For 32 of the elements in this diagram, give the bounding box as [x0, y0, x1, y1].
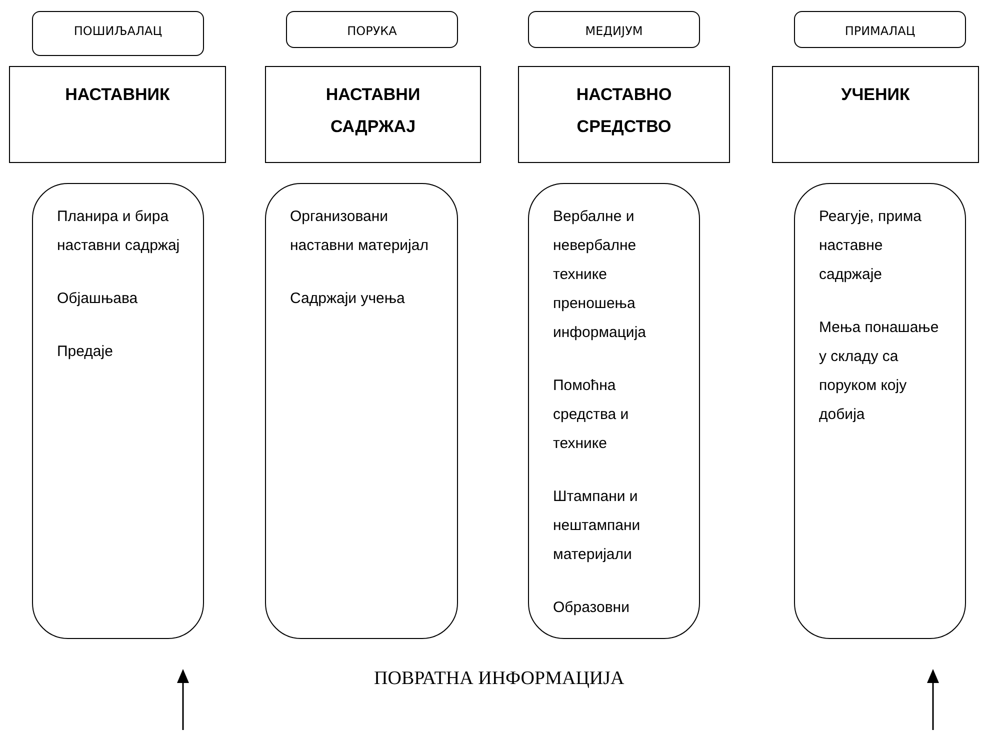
header-box: [772, 66, 979, 163]
description-text: Штампани и нештампани материјали: [553, 487, 642, 565]
description-text: Организовани наставни материјал: [290, 207, 430, 256]
rounded-box: [794, 183, 966, 639]
role-tag: [286, 11, 458, 48]
role-tag: [794, 11, 966, 48]
header-text: НАСТАВНО СРЕДСТВО: [576, 85, 672, 136]
description-text: Помоћна средства и технике: [553, 376, 630, 454]
header-text: НАСТАВНИ САДРЖАЈ: [326, 85, 420, 136]
role-label: МЕДИЈУМ: [584, 25, 644, 37]
description-text: Вербалне и невербалне технике преношења информација: [553, 207, 647, 343]
role-label: ПРИМАЛАЦ: [844, 25, 916, 37]
description-text: Објашњава: [57, 289, 139, 309]
rounded-box: [265, 183, 458, 639]
description-text: Планира и бира наставни садржај: [57, 207, 181, 256]
header-box: [518, 66, 730, 163]
description-text: Предаје: [57, 342, 114, 362]
description-text: Садржаји учења: [290, 289, 406, 309]
rounded-box: [32, 183, 204, 639]
header-text: УЧЕНИК: [841, 85, 910, 104]
caption-text: ПОВРАТНА ИНФОРМАЦИЈА: [374, 668, 624, 690]
rounded-box: [528, 183, 700, 639]
description-text: Мења понашање у складу са поруком коју добија: [819, 318, 940, 425]
header-text: НАСТАВНИК: [65, 85, 170, 104]
role-label: ПОШИЉАЛАЦ: [72, 25, 164, 37]
header-box: [265, 66, 481, 163]
role-tag: [528, 11, 700, 48]
description-text: Образовни: [553, 598, 630, 618]
description-text: Реагује, прима наставне садржаје: [819, 207, 923, 285]
header-box: [9, 66, 226, 163]
role-tag: [32, 11, 204, 56]
role-label: ПОРУКА: [346, 25, 398, 37]
